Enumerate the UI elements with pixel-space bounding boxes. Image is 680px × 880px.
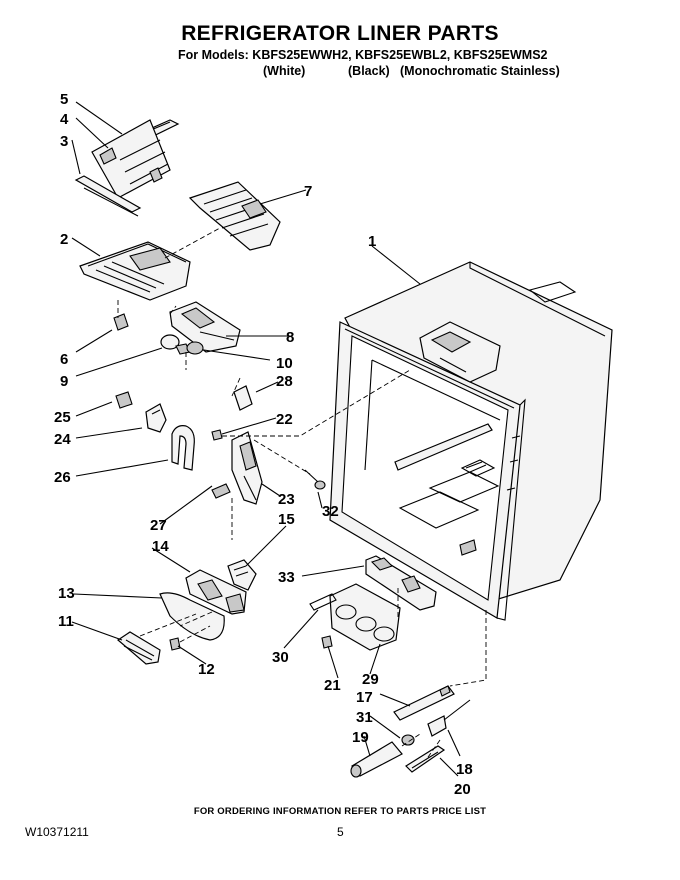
callout-32: 32: [322, 503, 339, 520]
callout-25: 25: [54, 409, 71, 426]
callout-8: 8: [286, 329, 294, 346]
leader-lines: [71, 101, 461, 777]
ordering-note: FOR ORDERING INFORMATION REFER TO PARTS …: [193, 806, 487, 817]
coil-assembly: [309, 583, 401, 651]
rail-bracket: [365, 555, 437, 611]
hinge-bracket: [115, 391, 167, 433]
upper-bracket-assembly: [74, 119, 180, 217]
color-white: (White): [263, 64, 306, 78]
callout-30: 30: [272, 649, 289, 666]
alignment-lines: [117, 227, 487, 761]
callout-26: 26: [54, 469, 71, 486]
callout-5: 5: [60, 91, 68, 108]
lower-rail-light: [350, 685, 471, 778]
callout-13: 13: [58, 585, 75, 602]
screw-21: [321, 635, 333, 649]
callout-4: 4: [60, 111, 69, 128]
callout-6: 6: [60, 351, 68, 368]
callout-33: 33: [278, 569, 295, 586]
curved-bracket: [171, 425, 195, 471]
callout-11: 11: [58, 613, 74, 630]
callout-29: 29: [362, 671, 379, 688]
vent-cover: [188, 181, 281, 251]
callout-21: 21: [324, 677, 341, 694]
screw-12: [169, 637, 181, 651]
top-cover-tray: [79, 241, 191, 301]
control-housing: [211, 429, 263, 505]
callout-numbers: 5 4 3 7 2 1 6 8 9 10 28 25 22 24 26 23 3…: [54, 91, 473, 798]
callout-22: 22: [276, 411, 293, 428]
damper-housing: [160, 301, 241, 355]
clip: [113, 313, 129, 331]
cap: [233, 385, 253, 411]
color-stainless: (Monochromatic Stainless): [400, 64, 560, 78]
callout-24: 24: [54, 431, 71, 448]
callout-1: 1: [368, 233, 376, 250]
callout-7: 7: [304, 183, 312, 200]
callout-28: 28: [276, 373, 293, 390]
callout-2: 2: [60, 231, 68, 248]
callout-18: 18: [456, 761, 473, 778]
models-line: For Models: KBFS25EWWH2, KBFS25EWBL2, KB…: [178, 48, 548, 62]
page-number: 5: [337, 825, 344, 839]
refrigerator-liner: [329, 261, 613, 621]
grille: [117, 631, 161, 665]
callout-14: 14: [152, 538, 169, 555]
page-title: REFRIGERATOR LINER PARTS: [181, 22, 499, 45]
color-black: (Black): [348, 64, 390, 78]
callout-31: 31: [356, 709, 373, 726]
callout-9: 9: [60, 373, 68, 390]
callout-3: 3: [60, 133, 68, 150]
callout-19: 19: [352, 729, 369, 746]
callout-15: 15: [278, 511, 295, 528]
callout-20: 20: [454, 781, 471, 798]
screw-32: [304, 469, 326, 490]
callout-12: 12: [198, 661, 215, 678]
callout-10: 10: [276, 355, 293, 372]
callout-23: 23: [278, 491, 295, 508]
callout-17: 17: [356, 689, 373, 706]
crisper-cover-assembly: [159, 559, 257, 641]
document-number: W10371211: [25, 825, 89, 839]
callout-27: 27: [150, 517, 167, 534]
